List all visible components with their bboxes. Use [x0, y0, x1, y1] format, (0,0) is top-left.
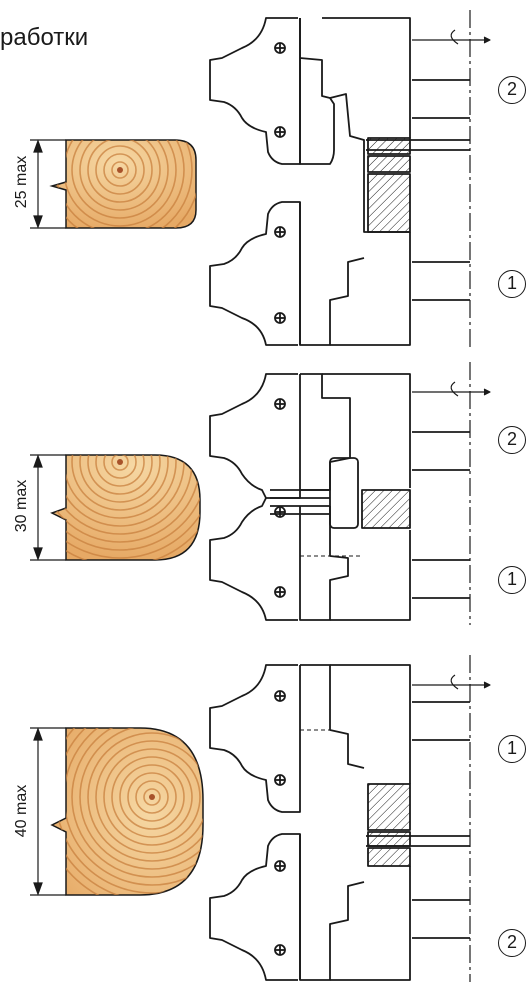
dimension-label-1: 25 max	[13, 155, 30, 209]
wood-profile-2	[50, 454, 201, 561]
dimension-line-3	[30, 727, 66, 896]
spindle-axis-3	[412, 655, 491, 982]
callout-cutter-number: 1	[498, 270, 526, 298]
cutter-1-top	[209, 17, 410, 233]
dimension-label-3: 40 max	[13, 784, 30, 838]
spindle-body-1	[322, 17, 470, 346]
spacer-ring-2	[361, 489, 411, 529]
spindle-axis-1	[412, 10, 491, 348]
dimension-label-2: 30 max	[13, 479, 30, 533]
cutter-2-bottom	[209, 497, 360, 621]
spacer-ring-3c	[367, 847, 411, 867]
spindle-axis-2	[412, 362, 491, 625]
dimension-line-1	[30, 139, 66, 229]
wood-profile-3	[50, 727, 204, 896]
callout-cutter-number: 1	[498, 735, 526, 763]
callout-cutter-number: 2	[498, 426, 526, 454]
cutter-3-bottom	[209, 833, 365, 981]
wood-profile-1	[49, 139, 197, 229]
spacer-ring-3b	[367, 831, 411, 847]
dimension-line-2	[30, 454, 66, 561]
diagram-title: работки	[0, 24, 89, 51]
spindle-body-2	[270, 373, 470, 621]
cutter-3-top	[209, 664, 365, 813]
spacer-ring-3a	[367, 783, 411, 831]
callout-cutter-number: 2	[498, 929, 526, 957]
cutter-2-top	[209, 373, 351, 499]
spacer-ring-1c	[367, 173, 411, 233]
callout-cutter-number: 2	[498, 76, 526, 104]
spacer-ring-1b	[367, 155, 411, 173]
cutter-1-bottom	[209, 201, 365, 346]
spacer-ring-1a	[367, 137, 411, 155]
callout-cutter-number: 1	[498, 566, 526, 594]
